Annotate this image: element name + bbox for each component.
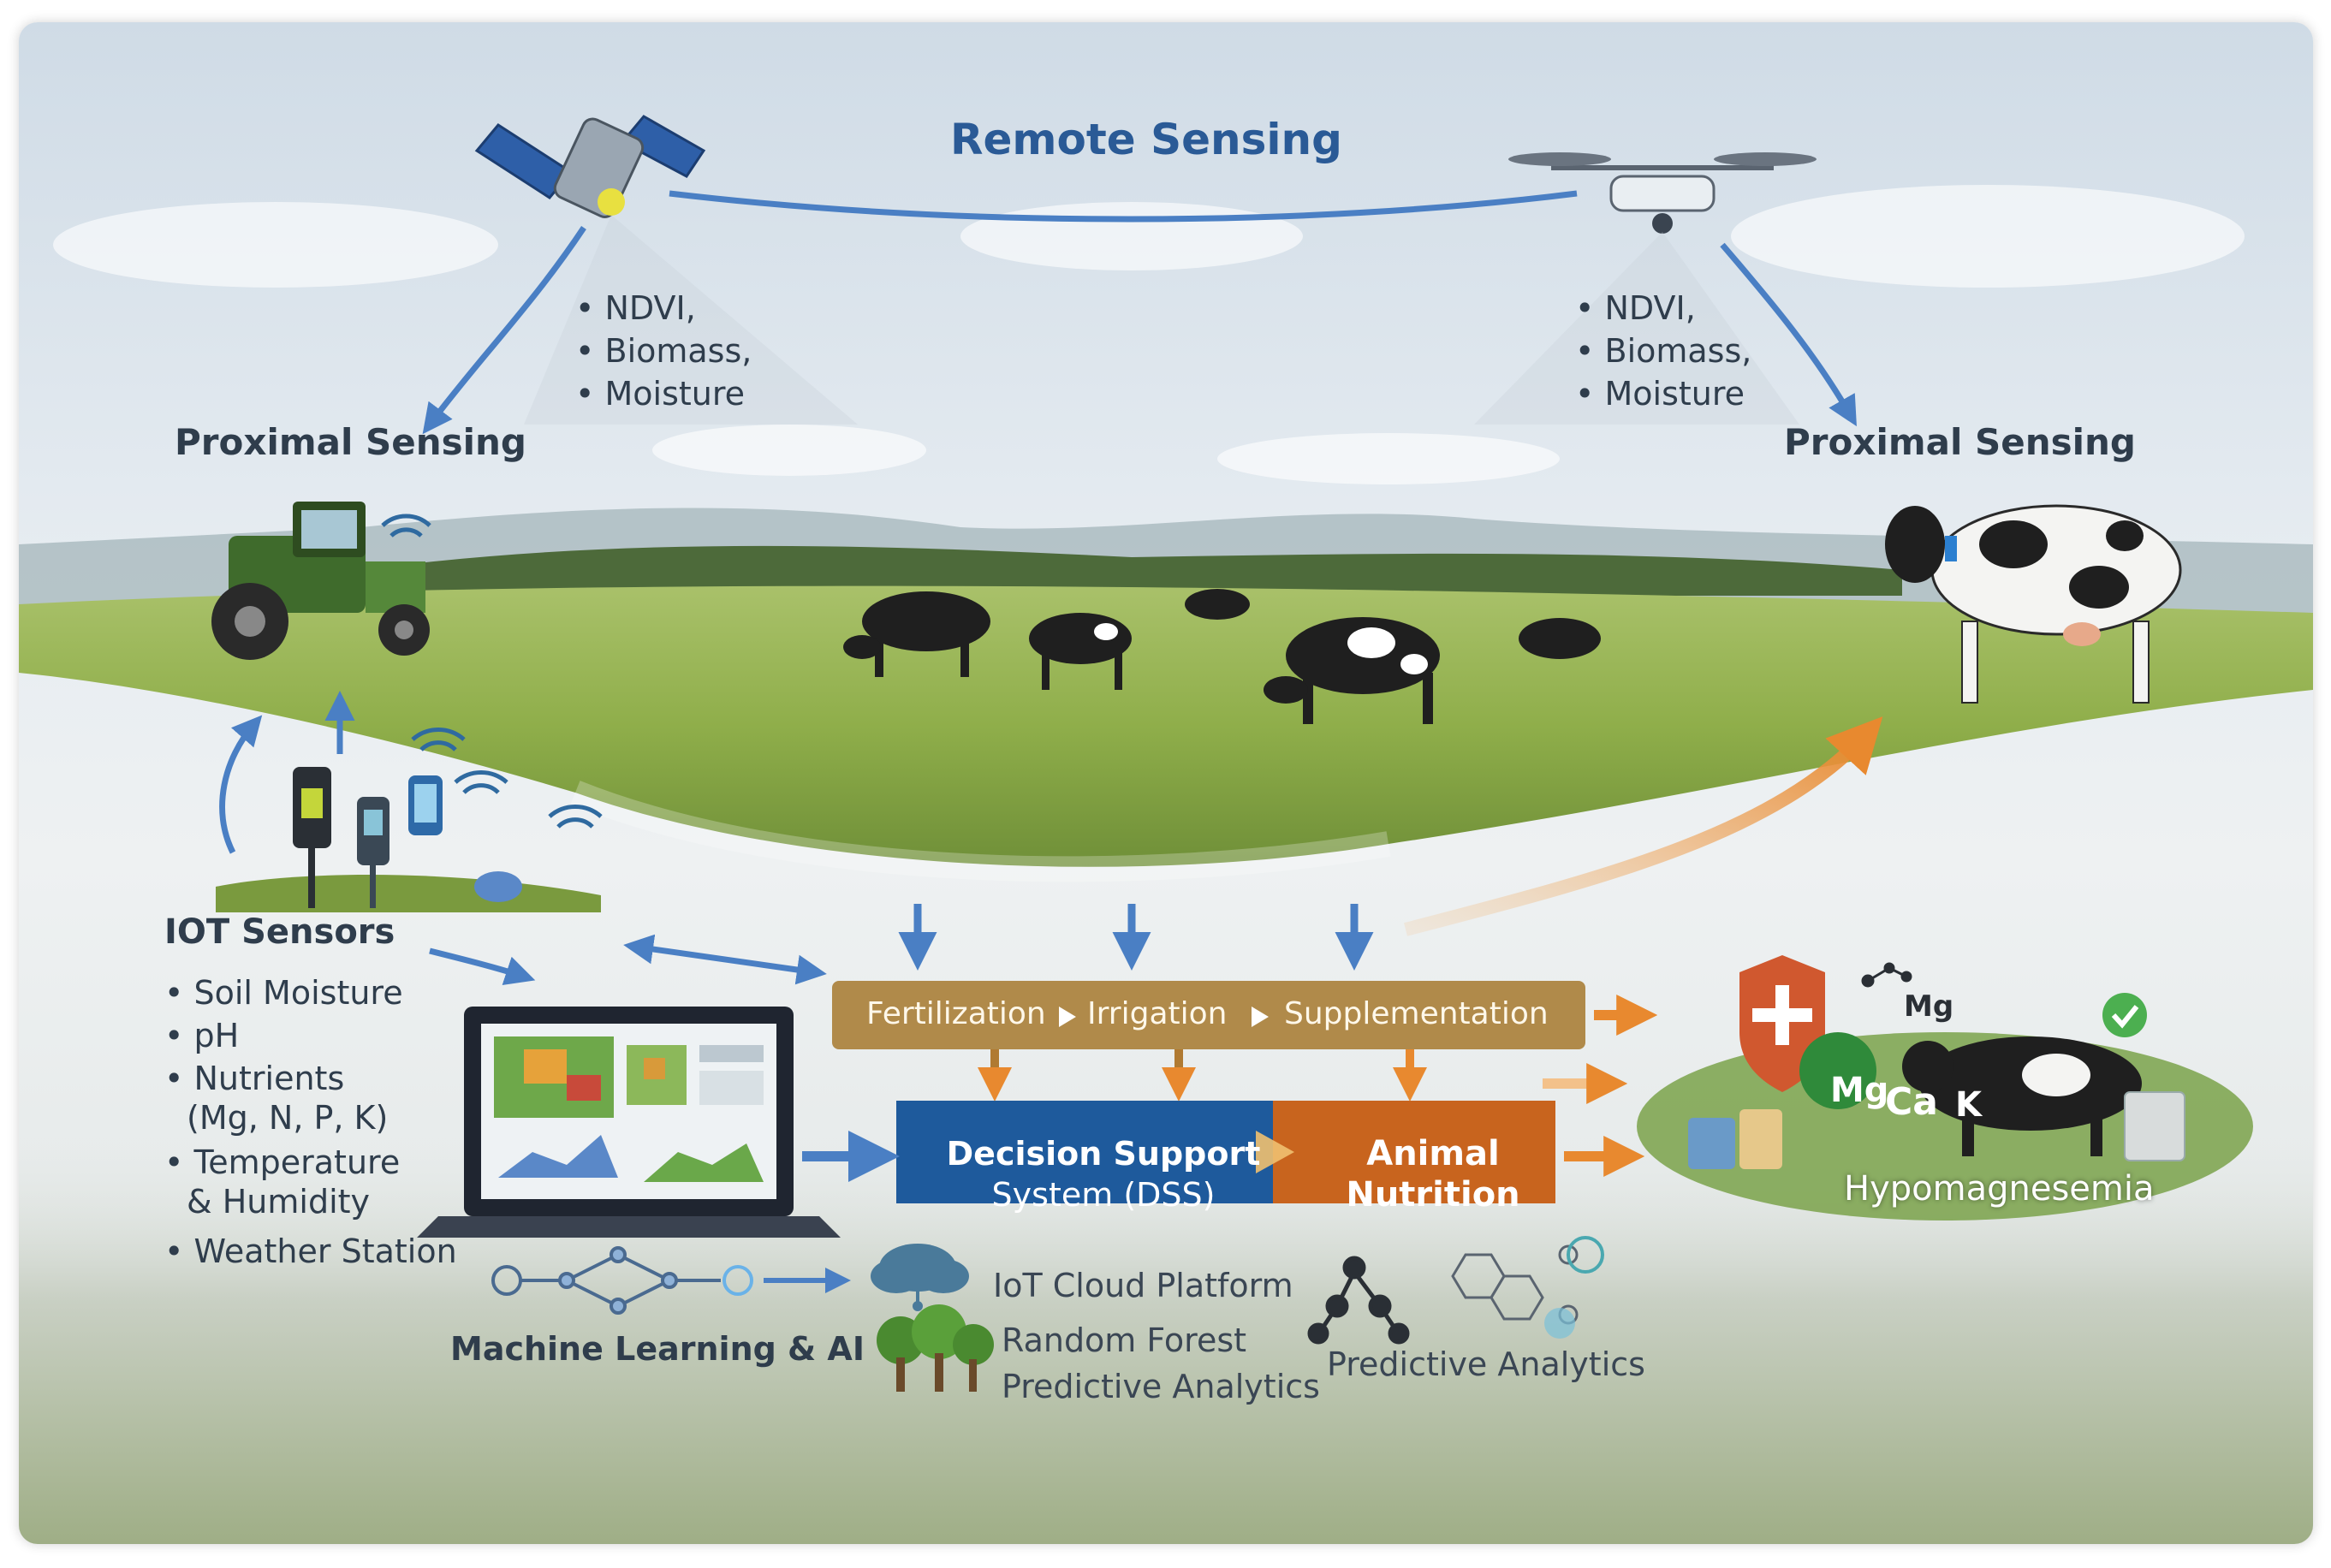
rf-predictive-label: Predictive Analytics xyxy=(1002,1368,1320,1405)
dss-to-nutrition-chevron xyxy=(1256,1131,1294,1173)
trees-icon xyxy=(877,1304,994,1392)
iot-item: • Soil Moisture xyxy=(164,974,403,1012)
iot-item: & Humidity xyxy=(187,1183,371,1221)
iot-item: • pH xyxy=(164,1017,240,1054)
satellite-metric: • Biomass, xyxy=(575,332,752,370)
arrow-iot-to-laptop xyxy=(429,947,536,985)
dss-box xyxy=(896,1101,1273,1203)
iot-item: (Mg, N, P, K) xyxy=(187,1099,389,1137)
drone-metric: • NDVI, xyxy=(1575,289,1696,327)
ca-label: Ca xyxy=(1885,1080,1938,1124)
proximal-sensing-right-label: Proximal Sensing xyxy=(1784,421,2136,463)
ml-label: Machine Learning & AI xyxy=(450,1330,865,1368)
dss-label: Decision Support System (DSS) xyxy=(915,1123,1292,1226)
cow-icon xyxy=(843,504,2182,724)
diagram-title: Remote Sensing xyxy=(950,115,1342,164)
drone-metric: • Moisture xyxy=(1575,375,1745,413)
iot-item: • Nutrients xyxy=(164,1060,345,1097)
dss-line-2: System (DSS) xyxy=(991,1176,1216,1214)
pasture-field xyxy=(19,585,2313,867)
arrow-iot-to-process xyxy=(623,934,827,985)
k-label: K xyxy=(1955,1085,1982,1125)
drone-metric: • Biomass, xyxy=(1575,332,1752,370)
cloud-platform-label: IoT Cloud Platform xyxy=(993,1267,1293,1304)
hypomagnesemia-label: Hypomagnesemia xyxy=(1844,1169,2155,1209)
diagram-artwork xyxy=(19,22,2313,1544)
sensor-icon xyxy=(216,767,601,912)
nutrition-label: Animal Nutrition xyxy=(1300,1123,1566,1226)
tree-line xyxy=(361,545,1902,596)
arrow-drone-to-proximal xyxy=(1720,242,1857,427)
arrow-sensors-up xyxy=(219,715,263,854)
process-chevron-1 xyxy=(1059,1007,1076,1027)
mg-badge-label: Mg xyxy=(1830,1071,1889,1110)
nutrition-box xyxy=(1273,1101,1555,1203)
check-icon xyxy=(2102,993,2147,1037)
satellite-metric: • NDVI, xyxy=(575,289,696,327)
arrow-satellite-to-proximal xyxy=(422,226,586,435)
iot-item: • Temperature xyxy=(164,1143,401,1181)
nutrition-line-2: Nutrition xyxy=(1346,1175,1520,1215)
iot-heading: IOT Sensors xyxy=(164,912,395,952)
wifi-icon xyxy=(381,514,431,538)
mg-ion-label: Mg xyxy=(1904,989,1954,1024)
clouds xyxy=(53,185,2245,484)
laptop-icon xyxy=(417,1007,841,1238)
process-bar xyxy=(832,981,1585,1049)
fertilization-label: Fertilization xyxy=(866,996,1046,1031)
supplementation-label: Supplementation xyxy=(1284,996,1549,1031)
predictive-analytics-label: Predictive Analytics xyxy=(1327,1345,1645,1383)
drone-icon xyxy=(1474,152,1817,425)
satellite-icon xyxy=(474,115,858,425)
arrow-nutrition-to-cow xyxy=(1403,716,1883,936)
mg-badge xyxy=(1799,1032,1876,1109)
random-forest-label: Random Forest xyxy=(1002,1322,1247,1359)
wifi-icon xyxy=(411,728,603,829)
tractor-icon xyxy=(211,502,430,660)
network-icon xyxy=(491,1246,753,1315)
remote-sensing-link xyxy=(669,190,1578,223)
outcome-scene xyxy=(1637,955,2253,1221)
satellite-metric: • Moisture xyxy=(575,375,746,413)
molecule-icon xyxy=(1307,1236,1604,1345)
nutrition-line-1: Animal xyxy=(1366,1134,1500,1173)
irrigation-label: Irrigation xyxy=(1087,996,1228,1031)
dss-line-1: Decision Support xyxy=(946,1135,1261,1173)
proximal-sensing-left-label: Proximal Sensing xyxy=(175,421,526,463)
diagram-frame: Remote Sensing • NDVI, • Biomass, • Mois… xyxy=(19,22,2313,1544)
iot-item: • Weather Station xyxy=(164,1232,457,1270)
cloud-icon xyxy=(871,1244,969,1311)
process-chevron-2 xyxy=(1252,1007,1269,1027)
